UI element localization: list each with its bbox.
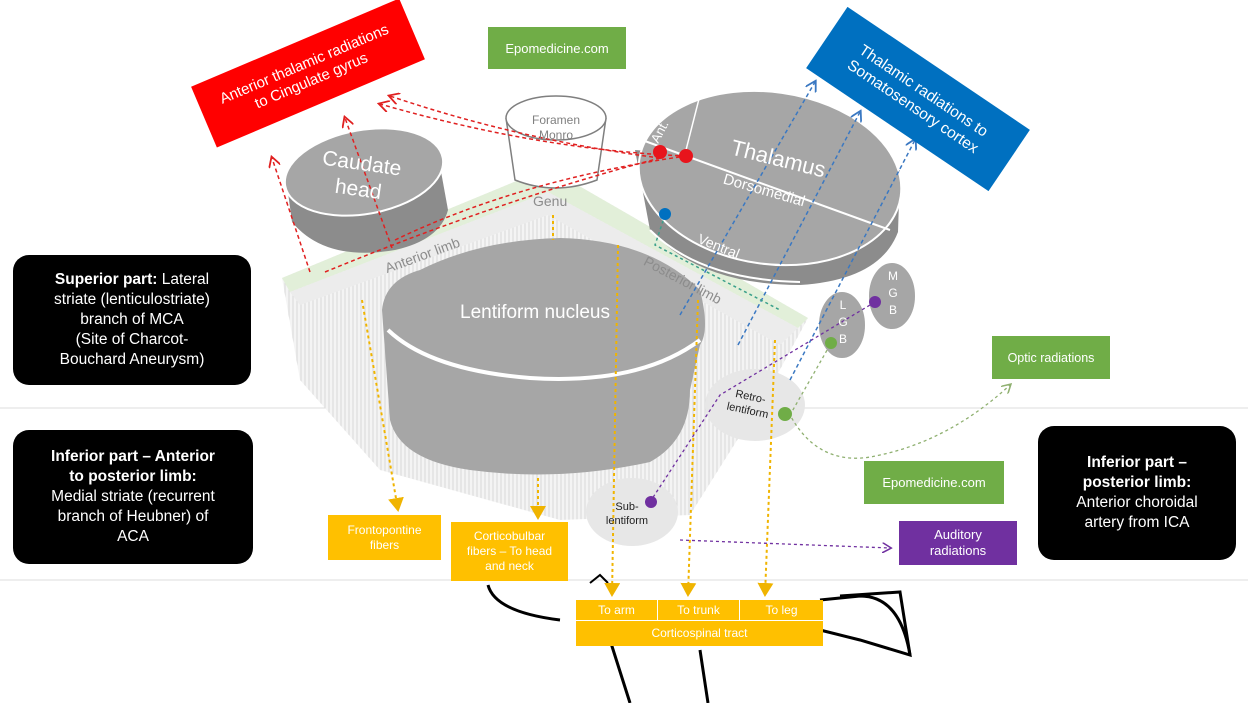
lentiform-label: Lentiform nucleus bbox=[460, 302, 610, 323]
corticobulbar-line2: fibers – To head bbox=[466, 544, 553, 558]
red-dot-1 bbox=[653, 145, 667, 159]
inferior-ant-b2: to posterior limb: bbox=[69, 468, 197, 485]
watermark-mid: Epomedicine.com bbox=[864, 461, 1004, 504]
red-dot-2 bbox=[679, 149, 693, 163]
auditory-radiations-box: Auditory radiations bbox=[899, 521, 1017, 565]
superior-l5: Bouchard Aneurysm) bbox=[59, 351, 205, 368]
mgb-g: G bbox=[888, 286, 898, 300]
to-trunk-box: To trunk bbox=[658, 600, 740, 620]
frontopontine-box: Frontopontine fibers bbox=[328, 515, 441, 560]
foramen-line2: Monro bbox=[538, 128, 573, 142]
motor-fiber-lines bbox=[361, 215, 776, 597]
frontopontine-line1: Frontopontine bbox=[347, 522, 422, 537]
anterior-thalamic-radiation-lines bbox=[272, 96, 687, 273]
blue-dot bbox=[659, 208, 671, 220]
superior-part-box: Superior part: Lateral striate (lenticul… bbox=[13, 255, 251, 385]
superior-l2: striate (lenticulostriate) bbox=[54, 291, 210, 308]
auditory-line2: radiations bbox=[929, 543, 987, 558]
inferior-post-b1: Inferior part – bbox=[1087, 454, 1187, 471]
corticobulbar-box: Corticobulbar fibers – To head and neck bbox=[451, 522, 568, 581]
lgb-l: L bbox=[839, 298, 847, 312]
inferior-post-b2: posterior limb: bbox=[1082, 474, 1192, 491]
green-dot-retro bbox=[778, 407, 792, 421]
superior-bold: Superior part: bbox=[54, 271, 158, 288]
auditory-radiation-lines bbox=[649, 301, 890, 548]
lgb-g: G bbox=[838, 315, 848, 329]
inferior-ant-l3: ACA bbox=[117, 528, 149, 545]
inferior-ant-b1: Inferior part – Anterior bbox=[51, 448, 215, 465]
foramen-monro-label: Foramen Monro bbox=[516, 110, 596, 146]
superior-line1: Superior part: Lateral bbox=[55, 270, 209, 290]
to-arm-box: To arm bbox=[576, 600, 658, 620]
mgb-body bbox=[867, 261, 917, 331]
inferior-post-l2: artery from ICA bbox=[1084, 514, 1190, 531]
superior-l1: Lateral bbox=[157, 271, 210, 288]
mgb-b: B bbox=[888, 303, 897, 317]
body-arm bbox=[839, 590, 912, 656]
superior-l3: branch of MCA bbox=[80, 311, 184, 328]
corticospinal-group: To arm To trunk To leg Corticospinal tra… bbox=[576, 600, 823, 646]
foramen-line1: Foramen bbox=[531, 113, 581, 127]
inferior-post-l1: Anterior choroidal bbox=[1076, 494, 1198, 511]
optic-radiation-lines bbox=[789, 344, 1010, 459]
inferior-ant-l2: branch of Heubner) of bbox=[57, 508, 209, 525]
purple-dot-sub bbox=[645, 496, 657, 508]
sub-line1: Sub- bbox=[615, 501, 639, 513]
lgb-b: B bbox=[838, 332, 847, 346]
auditory-line1: Auditory bbox=[934, 527, 982, 542]
genu-label: Genu bbox=[533, 193, 568, 209]
body-outline bbox=[486, 584, 912, 703]
corticobulbar-line1: Corticobulbar bbox=[473, 529, 546, 543]
inferior-anterior-box: Inferior part – Anterior to posterior li… bbox=[13, 430, 253, 564]
caudate-line2: head bbox=[333, 174, 383, 205]
to-leg-box: To leg bbox=[740, 600, 823, 620]
lgb-label: L G B bbox=[833, 297, 853, 348]
foramen-monro bbox=[505, 95, 607, 189]
mgb-label: M G B bbox=[883, 268, 903, 319]
green-dot-lgb bbox=[825, 337, 837, 349]
corticobulbar-line3: and neck bbox=[485, 559, 534, 573]
superior-l4: (Site of Charcot- bbox=[75, 331, 189, 348]
body-neck bbox=[589, 573, 609, 584]
sub-line2: lentiform bbox=[605, 515, 649, 527]
optic-radiations-box: Optic radiations bbox=[992, 336, 1110, 379]
ventral-thalamus-line bbox=[654, 214, 781, 311]
inferior-ant-l1: Medial striate (recurrent bbox=[51, 488, 215, 505]
retrolentiform-body bbox=[705, 369, 805, 441]
frontopontine-line2: fibers bbox=[369, 537, 400, 552]
mgb-m: M bbox=[888, 269, 898, 283]
corticospinal-tract-box: Corticospinal tract bbox=[576, 621, 823, 646]
inferior-posterior-box: Inferior part – posterior limb: Anterior… bbox=[1038, 426, 1236, 560]
capsule-surface bbox=[290, 192, 798, 345]
sublentiform-label: Sub- lentiform bbox=[598, 496, 656, 532]
lentiform-nucleus bbox=[382, 238, 705, 475]
purple-dot-mgb bbox=[869, 296, 881, 308]
watermark-top: Epomedicine.com bbox=[488, 27, 626, 69]
